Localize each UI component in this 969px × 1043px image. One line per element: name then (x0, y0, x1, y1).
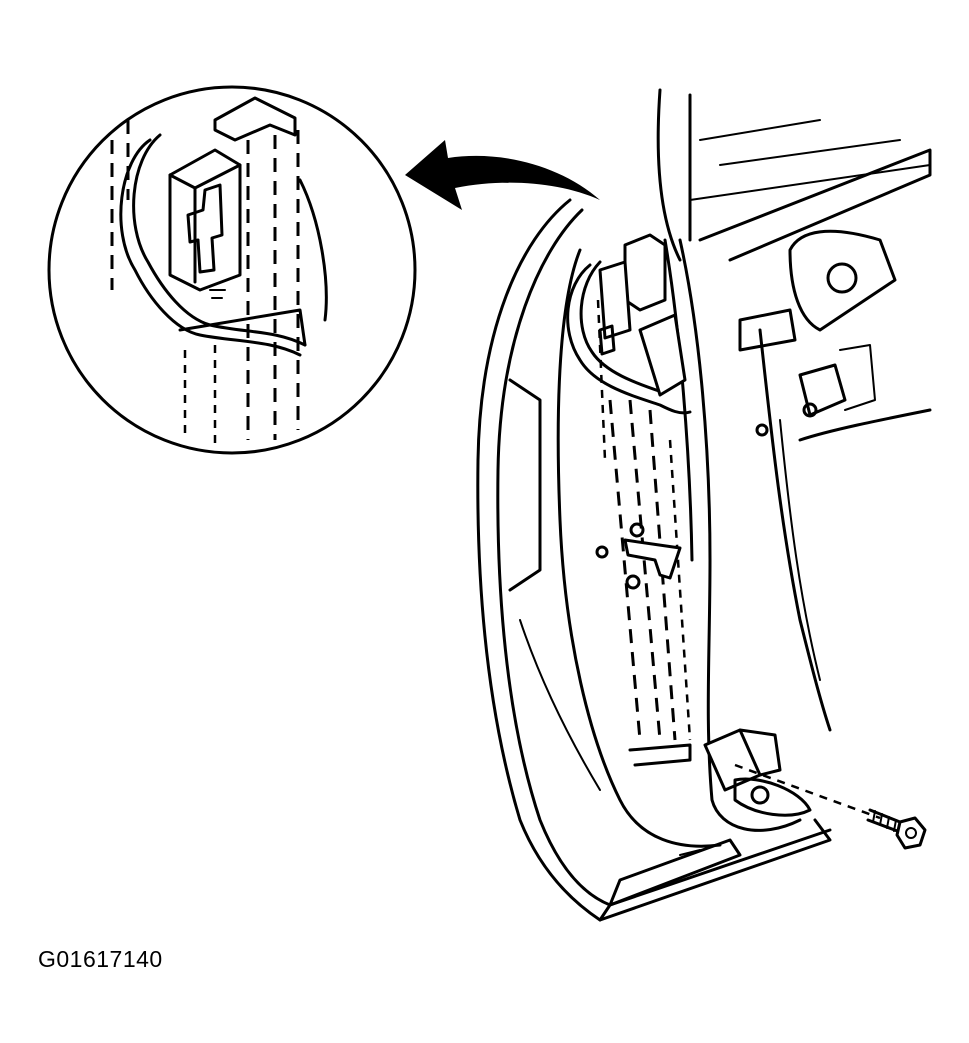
door-panel (476, 198, 832, 922)
lower-hinge (628, 728, 812, 817)
detail-inset-circle (47, 85, 417, 455)
figure-code: G01617140 (38, 946, 163, 972)
body-pillar (656, 88, 932, 732)
hinge-bolt (734, 763, 927, 850)
harness-connector (566, 233, 692, 415)
door-check-strap (595, 522, 682, 590)
callout-arrow (405, 140, 600, 210)
